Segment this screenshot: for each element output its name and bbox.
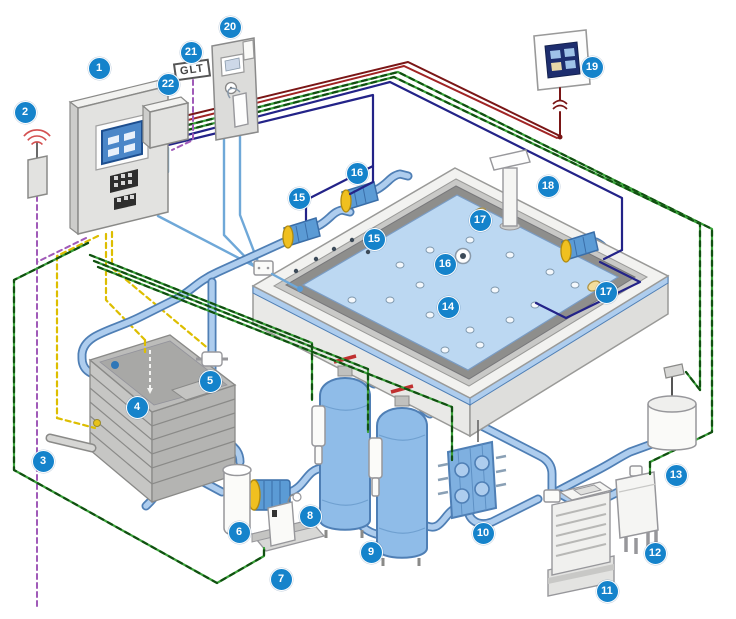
dosing-unit [250,492,326,552]
badge-dosing-unit: 7 [269,567,293,591]
filter-tank-2 [368,384,428,566]
storage-tank [45,334,237,504]
extension-box [141,96,190,150]
badge-extension-box: 22 [156,72,180,96]
overflow-fitting [45,419,101,453]
wireless-antenna [23,129,51,199]
valve [196,351,228,367]
skimmer-pump [560,231,599,263]
floor-nozzles [347,236,580,354]
badge-overflow-fitting: 3 [31,449,55,473]
filter-tank-1 [311,354,371,538]
badge-underwater-light-1: 17 [468,208,492,232]
badge-skimmer: 18 [536,174,560,198]
badge-tower-unit: 11 [595,579,619,603]
junction-box [253,260,274,276]
wall-jets [293,237,371,274]
badge-underwater-light-2: 17 [594,280,618,304]
badge-wireless-antenna: 2 [13,100,37,124]
plate-heat-exchanger [437,420,561,520]
badge-jet-pump-left: 15 [287,186,311,210]
badge-wall-station: 20 [218,15,242,39]
main-drain [454,247,472,265]
badge-electrolysis-unit: 12 [643,541,667,565]
tower-unit [547,481,615,597]
badge-glt-connection: 21 [179,40,203,64]
strainer-pump [222,463,291,535]
jet-pump-left [282,217,321,249]
badge-main-drain: 16 [433,252,457,276]
wiring-front [12,87,702,585]
touch-display [533,29,591,91]
wall-station [211,37,259,141]
badge-valve: 5 [198,369,222,393]
skimmer [489,149,531,231]
display-tiles [550,48,576,71]
badge-strainer-pump: 6 [227,520,251,544]
badge-filter-tank-1: 8 [298,504,322,528]
badge-filter-tank-2: 9 [359,540,383,564]
badge-plate-heat-exchanger: 10 [471,521,495,545]
chemical-tank [647,363,697,451]
badge-touch-display: 19 [580,55,604,79]
badge-storage-tank: 4 [125,395,149,419]
screen-tiles [108,131,135,157]
badge-chemical-tank: 13 [664,463,688,487]
badge-wall-jets: 15 [362,227,386,251]
badge-pool-basin: 14 [436,295,460,319]
badge-jet-pump-upper: 16 [345,161,369,185]
jet-pump-upper [340,181,379,213]
electrolysis-unit [615,465,659,554]
badge-control-cabinet: 1 [87,56,111,80]
